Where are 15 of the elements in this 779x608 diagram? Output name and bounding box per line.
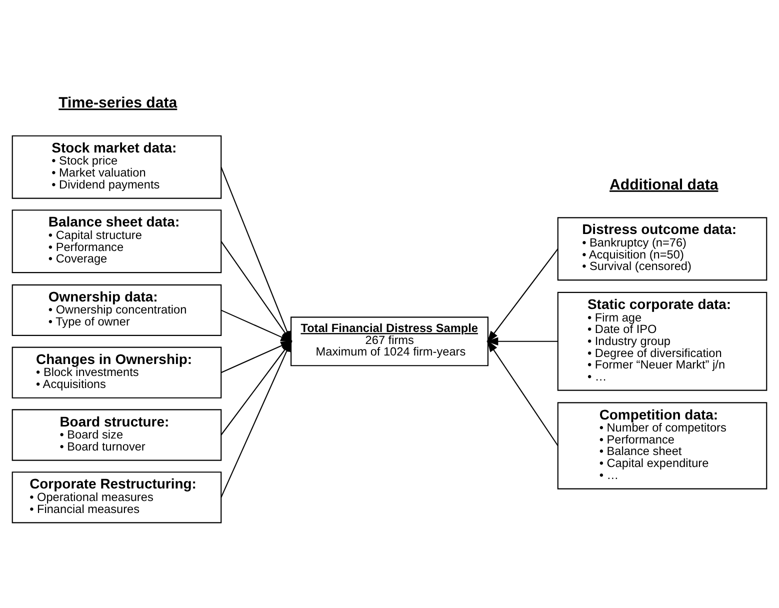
arrow [486,337,558,346]
node-box: Stock market data: • Stock price • Market valuation • Dividend payments [12,135,222,199]
node-box: Ownership data: • Ownership concentration • Type of owner [12,284,222,336]
node-box: Corporate Restructuring: • Operational measures • Financial measures [12,472,222,524]
node-box: Changes in Ownership: • Block investments • Acquisitions [12,346,222,398]
label: Additional data [610,176,718,194]
node-box: Balance sheet data: • Capital structure • Performance • Coverage [12,210,222,274]
node-box: Board structure: • Board size • Board turnover [12,409,222,461]
arrow [486,248,558,343]
arrow [487,340,558,446]
node-box: Static corporate data: • Firm age • Date of IPO • Industry group • Degree of diversification • Former “Neuer Markt” j/n • … [557,292,768,391]
node-box: Distress outcome data: • Bankruptcy (n=76) • Acquisition (n=50) • Survival (censored) [557,217,768,281]
node-box: Competition data: • Number of competitors • Performance • Balance sheet • Capital expenditure • … [557,402,768,490]
node-box: Total Financial Distress Sample 267 firms Maximum of 1024 firm-years [290,316,488,366]
label: Time-series data [58,94,178,112]
